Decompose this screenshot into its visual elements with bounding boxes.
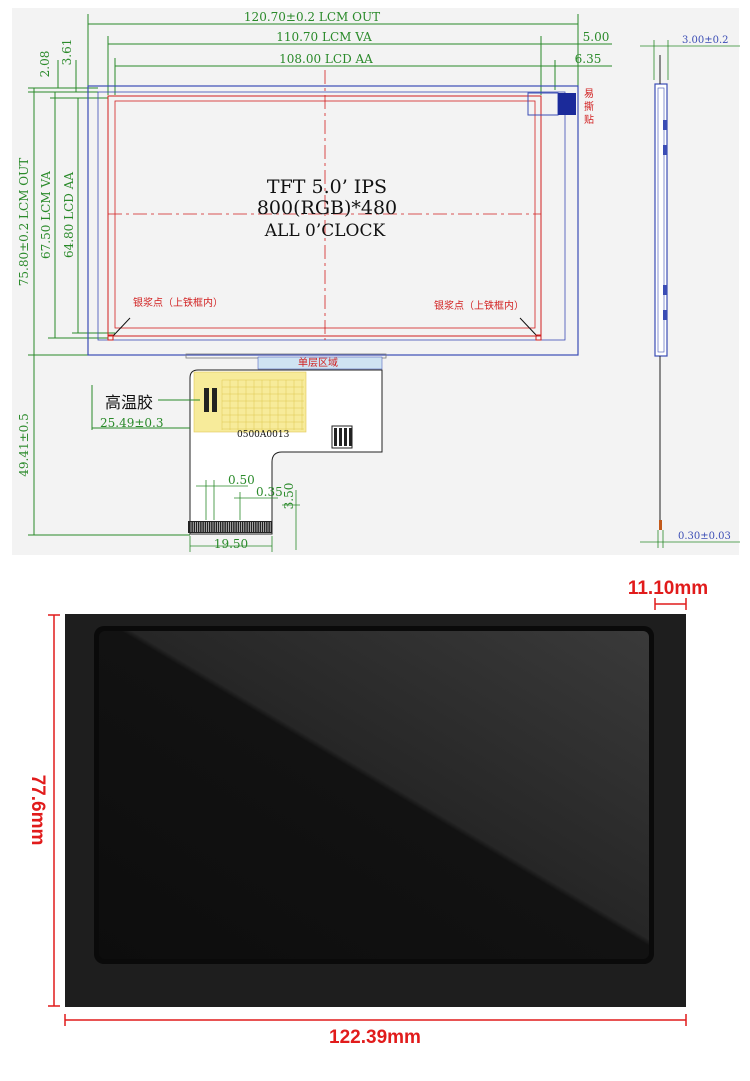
- fpc-finger-lines: [190, 522, 271, 532]
- dim-right-5: 5.00: [583, 30, 610, 44]
- fpc-grid: [221, 379, 304, 430]
- drawing-background: [12, 8, 739, 555]
- silver-point-right: [535, 334, 542, 341]
- dim-right-635: 6.35: [575, 52, 602, 66]
- silver-right-leader: [519, 317, 538, 337]
- fpc-connector-pins: [334, 428, 352, 446]
- height-dimension-label: 77.6mm: [27, 775, 48, 846]
- width-dimension-label: 122.39mm: [329, 1027, 421, 1048]
- lcm-outline: [87, 85, 579, 356]
- silver-left-leader: [112, 317, 131, 337]
- side-view-fpc-end: [659, 520, 662, 530]
- dim-pad-length: 3.50: [282, 483, 296, 510]
- lcm-va-outline: [107, 95, 542, 337]
- dim-lcm-va-width: 110.70 LCM VA: [276, 30, 372, 44]
- high-temp-tape-label: 高温胶: [105, 393, 153, 412]
- display-screen: [99, 631, 649, 959]
- side-view-dimension-lines: [640, 40, 740, 548]
- easy-tear-label-3: 贴: [584, 113, 594, 126]
- side-view-clips: [663, 120, 667, 320]
- product-view: 11.10mm 77.6mm 122.39mm: [27, 578, 708, 1048]
- technical-drawing: 120.70±0.2 LCM OUT 110.70 LCM VA 108.00 …: [12, 8, 740, 555]
- easy-tear-tab: [558, 93, 576, 115]
- dim-lcm-out-width: 120.70±0.2 LCM OUT: [244, 10, 380, 24]
- dim-fpc-thickness: 0.30±0.03: [678, 531, 731, 542]
- dim-lcd-aa-height: 64.80 LCD AA: [62, 172, 76, 258]
- center-text-line2: 800(RGB)*480: [257, 197, 397, 219]
- silver-point-right-label: 银浆点（上铁框内）: [434, 299, 524, 312]
- fpc-component-1: [204, 388, 209, 412]
- center-text-line3: ALL 0’CLOCK: [264, 221, 386, 241]
- side-view-inner: [657, 87, 665, 353]
- dim-fpc-height: 49.41±0.5: [17, 413, 31, 477]
- component-area-label: 单层区域: [298, 356, 338, 369]
- component-area: [257, 356, 383, 370]
- dim-pitch: 0.50: [228, 473, 255, 487]
- fpc-gold-fingers: [188, 521, 272, 533]
- easy-tear-label-1: 易: [584, 88, 594, 100]
- top-dimension-lines: [87, 14, 612, 95]
- easy-tear-label-2: 撕: [584, 100, 594, 113]
- fpc-dimension-lines: [189, 480, 300, 552]
- dim-pad: 0.35: [256, 485, 283, 499]
- dim-lcd-aa-width: 108.00 LCD AA: [279, 52, 373, 66]
- dim-fpc-width: 19.50: [214, 537, 248, 551]
- fpc-component-2: [212, 388, 217, 412]
- dim-left-361: 3.61: [60, 39, 74, 66]
- center-text-line1: TFT 5.0’ IPS: [267, 176, 387, 198]
- bezel-dimension-label: 11.10mm: [628, 578, 708, 599]
- dim-fpc-offset: 25.49±0.3: [100, 416, 164, 430]
- dim-thickness: 3.00±0.2: [682, 35, 729, 46]
- fpc-stiffener-area: [193, 371, 307, 433]
- dim-left-208: 2.08: [38, 51, 52, 78]
- dim-lcm-va-height: 67.50 LCM VA: [39, 171, 53, 259]
- silver-point-left: [107, 334, 114, 341]
- dim-lcm-out-height: 75.80±0.2 LCM OUT: [17, 158, 31, 287]
- lcm-inner-outline: [97, 91, 566, 341]
- fpc-code: 0500A0013: [237, 430, 290, 440]
- silver-point-left-label: 银浆点（上铁框内）: [133, 296, 223, 309]
